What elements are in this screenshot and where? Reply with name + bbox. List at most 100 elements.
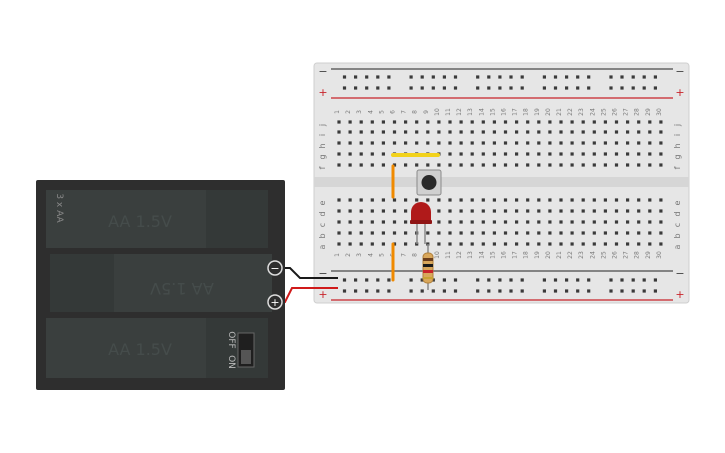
hole-j18[interactable] <box>526 120 530 124</box>
rail-hole-2-15[interactable] <box>498 278 502 282</box>
hole-a26[interactable] <box>614 242 619 246</box>
rail-hole-0-13[interactable] <box>476 75 480 79</box>
resistor[interactable] <box>422 244 434 290</box>
rail-hole-0-26[interactable] <box>620 75 624 79</box>
hole-f9[interactable] <box>426 163 430 167</box>
rail-hole-2-22[interactable] <box>576 278 580 282</box>
hole-h17[interactable] <box>515 141 519 145</box>
hole-c15[interactable] <box>492 220 496 224</box>
hole-b11[interactable] <box>448 231 452 235</box>
hole-h15[interactable] <box>492 141 496 145</box>
rail-hole-1-13[interactable] <box>476 86 480 90</box>
hole-c29[interactable] <box>648 220 652 224</box>
rail-hole-0-3[interactable] <box>365 75 369 79</box>
hole-c11[interactable] <box>448 220 452 224</box>
hole-d21[interactable] <box>559 209 563 213</box>
hole-i23[interactable] <box>581 130 585 134</box>
hole-d10[interactable] <box>437 209 441 213</box>
hole-a30[interactable] <box>659 242 663 246</box>
hole-j1[interactable] <box>337 120 341 124</box>
pushbutton-cap[interactable] <box>421 175 437 190</box>
hole-g27[interactable] <box>626 152 630 156</box>
hole-j22[interactable] <box>570 120 574 124</box>
hole-i25[interactable] <box>603 130 607 134</box>
hole-g23[interactable] <box>581 152 585 156</box>
rail-hole-0-4[interactable] <box>376 75 380 79</box>
rail-hole-1-2[interactable] <box>354 86 358 90</box>
hole-f26[interactable] <box>614 163 619 167</box>
hole-g29[interactable] <box>648 152 652 156</box>
hole-i5[interactable] <box>381 130 385 134</box>
hole-f3[interactable] <box>359 163 363 167</box>
hole-f2[interactable] <box>348 163 352 167</box>
hole-a18[interactable] <box>526 242 530 246</box>
hole-h24[interactable] <box>592 141 596 145</box>
hole-d5[interactable] <box>381 209 385 213</box>
hole-f30[interactable] <box>659 163 663 167</box>
hole-d17[interactable] <box>515 209 519 213</box>
hole-c16[interactable] <box>503 220 508 224</box>
rail-hole-1-10[interactable] <box>442 86 446 90</box>
hole-i9[interactable] <box>426 130 430 134</box>
hole-d18[interactable] <box>526 209 530 213</box>
hole-d26[interactable] <box>614 209 619 213</box>
hole-b27[interactable] <box>626 231 630 235</box>
rail-hole-3-19[interactable] <box>542 289 546 293</box>
hole-b28[interactable] <box>637 231 641 235</box>
hole-a5[interactable] <box>381 242 385 246</box>
hole-e15[interactable] <box>492 198 496 202</box>
hole-i24[interactable] <box>592 130 596 134</box>
rail-hole-1-27[interactable] <box>631 86 635 90</box>
hole-b22[interactable] <box>570 231 574 235</box>
hole-c26[interactable] <box>614 220 619 224</box>
hole-f19[interactable] <box>537 163 541 167</box>
hole-e29[interactable] <box>648 198 652 202</box>
hole-b1[interactable] <box>337 231 341 235</box>
hole-g15[interactable] <box>492 152 496 156</box>
hole-g19[interactable] <box>537 152 541 156</box>
hole-b14[interactable] <box>481 231 485 235</box>
hole-b12[interactable] <box>459 231 463 235</box>
hole-e21[interactable] <box>559 198 563 202</box>
rail-hole-3-1[interactable] <box>342 289 347 293</box>
hole-c13[interactable] <box>470 220 474 224</box>
hole-e16[interactable] <box>503 198 508 202</box>
rail-hole-2-29[interactable] <box>653 278 657 282</box>
rail-hole-1-7[interactable] <box>409 86 413 90</box>
hole-d23[interactable] <box>581 209 585 213</box>
hole-a25[interactable] <box>603 242 607 246</box>
hole-h19[interactable] <box>537 141 541 145</box>
rail-hole-0-28[interactable] <box>642 75 646 79</box>
rail-hole-0-9[interactable] <box>431 75 435 79</box>
rail-hole-0-7[interactable] <box>409 75 413 79</box>
hole-c2[interactable] <box>348 220 352 224</box>
hole-j19[interactable] <box>537 120 541 124</box>
hole-c17[interactable] <box>515 220 519 224</box>
pushbutton[interactable] <box>416 169 442 196</box>
hole-d19[interactable] <box>537 209 541 213</box>
hole-f25[interactable] <box>603 163 607 167</box>
hole-a15[interactable] <box>492 242 496 246</box>
rail-hole-0-23[interactable] <box>587 75 591 79</box>
hole-i4[interactable] <box>370 130 374 134</box>
hole-a28[interactable] <box>637 242 641 246</box>
hole-c12[interactable] <box>459 220 463 224</box>
rail-hole-0-21[interactable] <box>565 75 569 79</box>
hole-i17[interactable] <box>515 130 519 134</box>
hole-a23[interactable] <box>581 242 585 246</box>
hole-i3[interactable] <box>359 130 363 134</box>
hole-b3[interactable] <box>359 231 363 235</box>
battery-pack[interactable]: AA 1.5V AA 1.5V AA 1.5V 3 x AA OFF ON − … <box>36 180 285 390</box>
rail-hole-3-2[interactable] <box>354 289 358 293</box>
rail-hole-2-16[interactable] <box>509 278 513 282</box>
hole-e26[interactable] <box>614 198 619 202</box>
hole-a17[interactable] <box>515 242 519 246</box>
hole-i19[interactable] <box>537 130 541 134</box>
hole-d14[interactable] <box>481 209 485 213</box>
hole-g3[interactable] <box>359 152 363 156</box>
hole-g5[interactable] <box>381 152 385 156</box>
hole-c19[interactable] <box>537 220 541 224</box>
hole-i8[interactable] <box>415 130 419 134</box>
hole-f11[interactable] <box>448 163 452 167</box>
rail-hole-0-25[interactable] <box>609 75 613 79</box>
